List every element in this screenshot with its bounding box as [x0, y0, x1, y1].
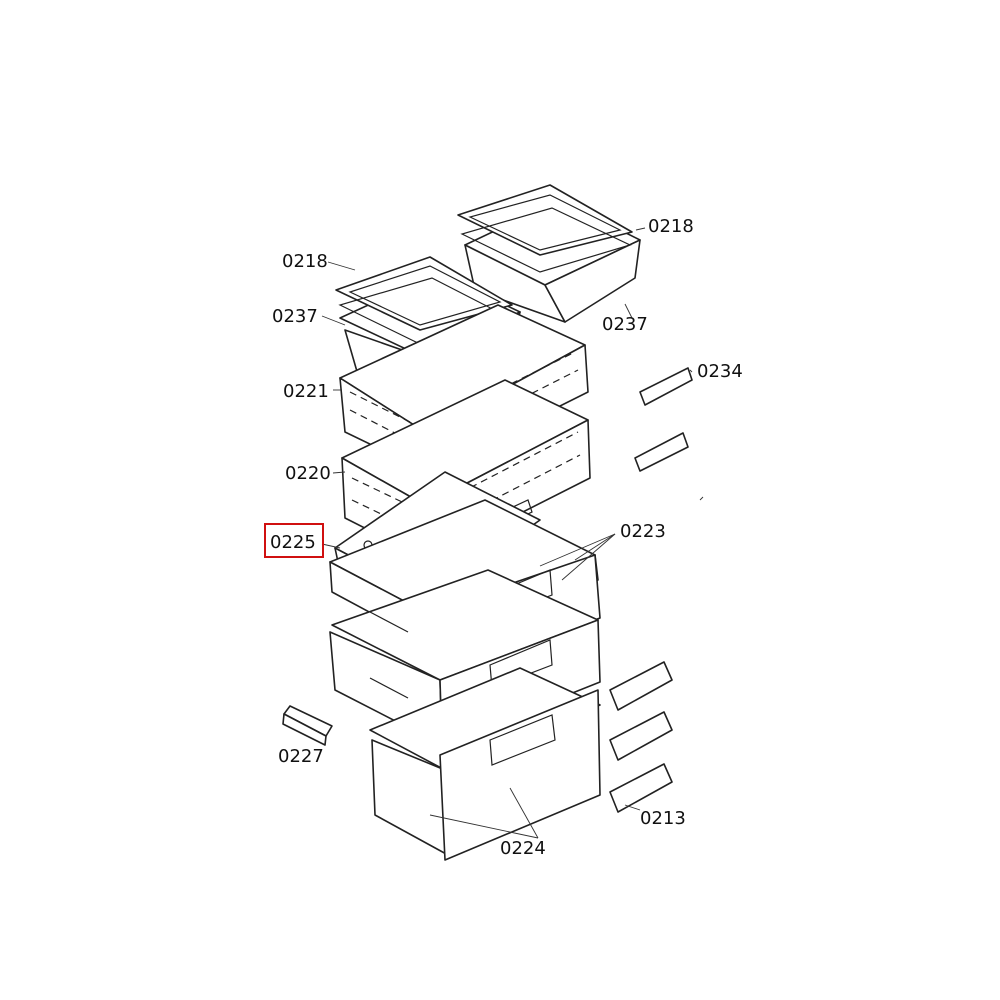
callout-0218-right: 0218 [648, 216, 694, 237]
handles-0213 [609, 661, 673, 813]
upper-right-tray [457, 184, 641, 323]
highlight-box [264, 523, 324, 558]
bottom-drawer-0224 [369, 667, 601, 861]
callout-0237-left: 0237 [272, 306, 318, 327]
clips-0234 [634, 367, 693, 472]
callout-0224: 0224 [500, 838, 546, 859]
leader-lines [321, 227, 704, 839]
callout-0220: 0220 [285, 463, 331, 484]
callout-0223: 0223 [620, 521, 666, 542]
callout-0213: 0213 [640, 808, 686, 829]
callout-0218-left: 0218 [282, 251, 328, 272]
crisper-drawers-0223 [329, 499, 601, 746]
callout-0221: 0221 [283, 381, 329, 402]
callout-0225: 0225 [270, 532, 316, 553]
clip-0227 [282, 705, 333, 746]
callout-0237-right: 0237 [602, 314, 648, 335]
callout-0234: 0234 [697, 361, 743, 382]
callout-0227: 0227 [278, 746, 324, 767]
